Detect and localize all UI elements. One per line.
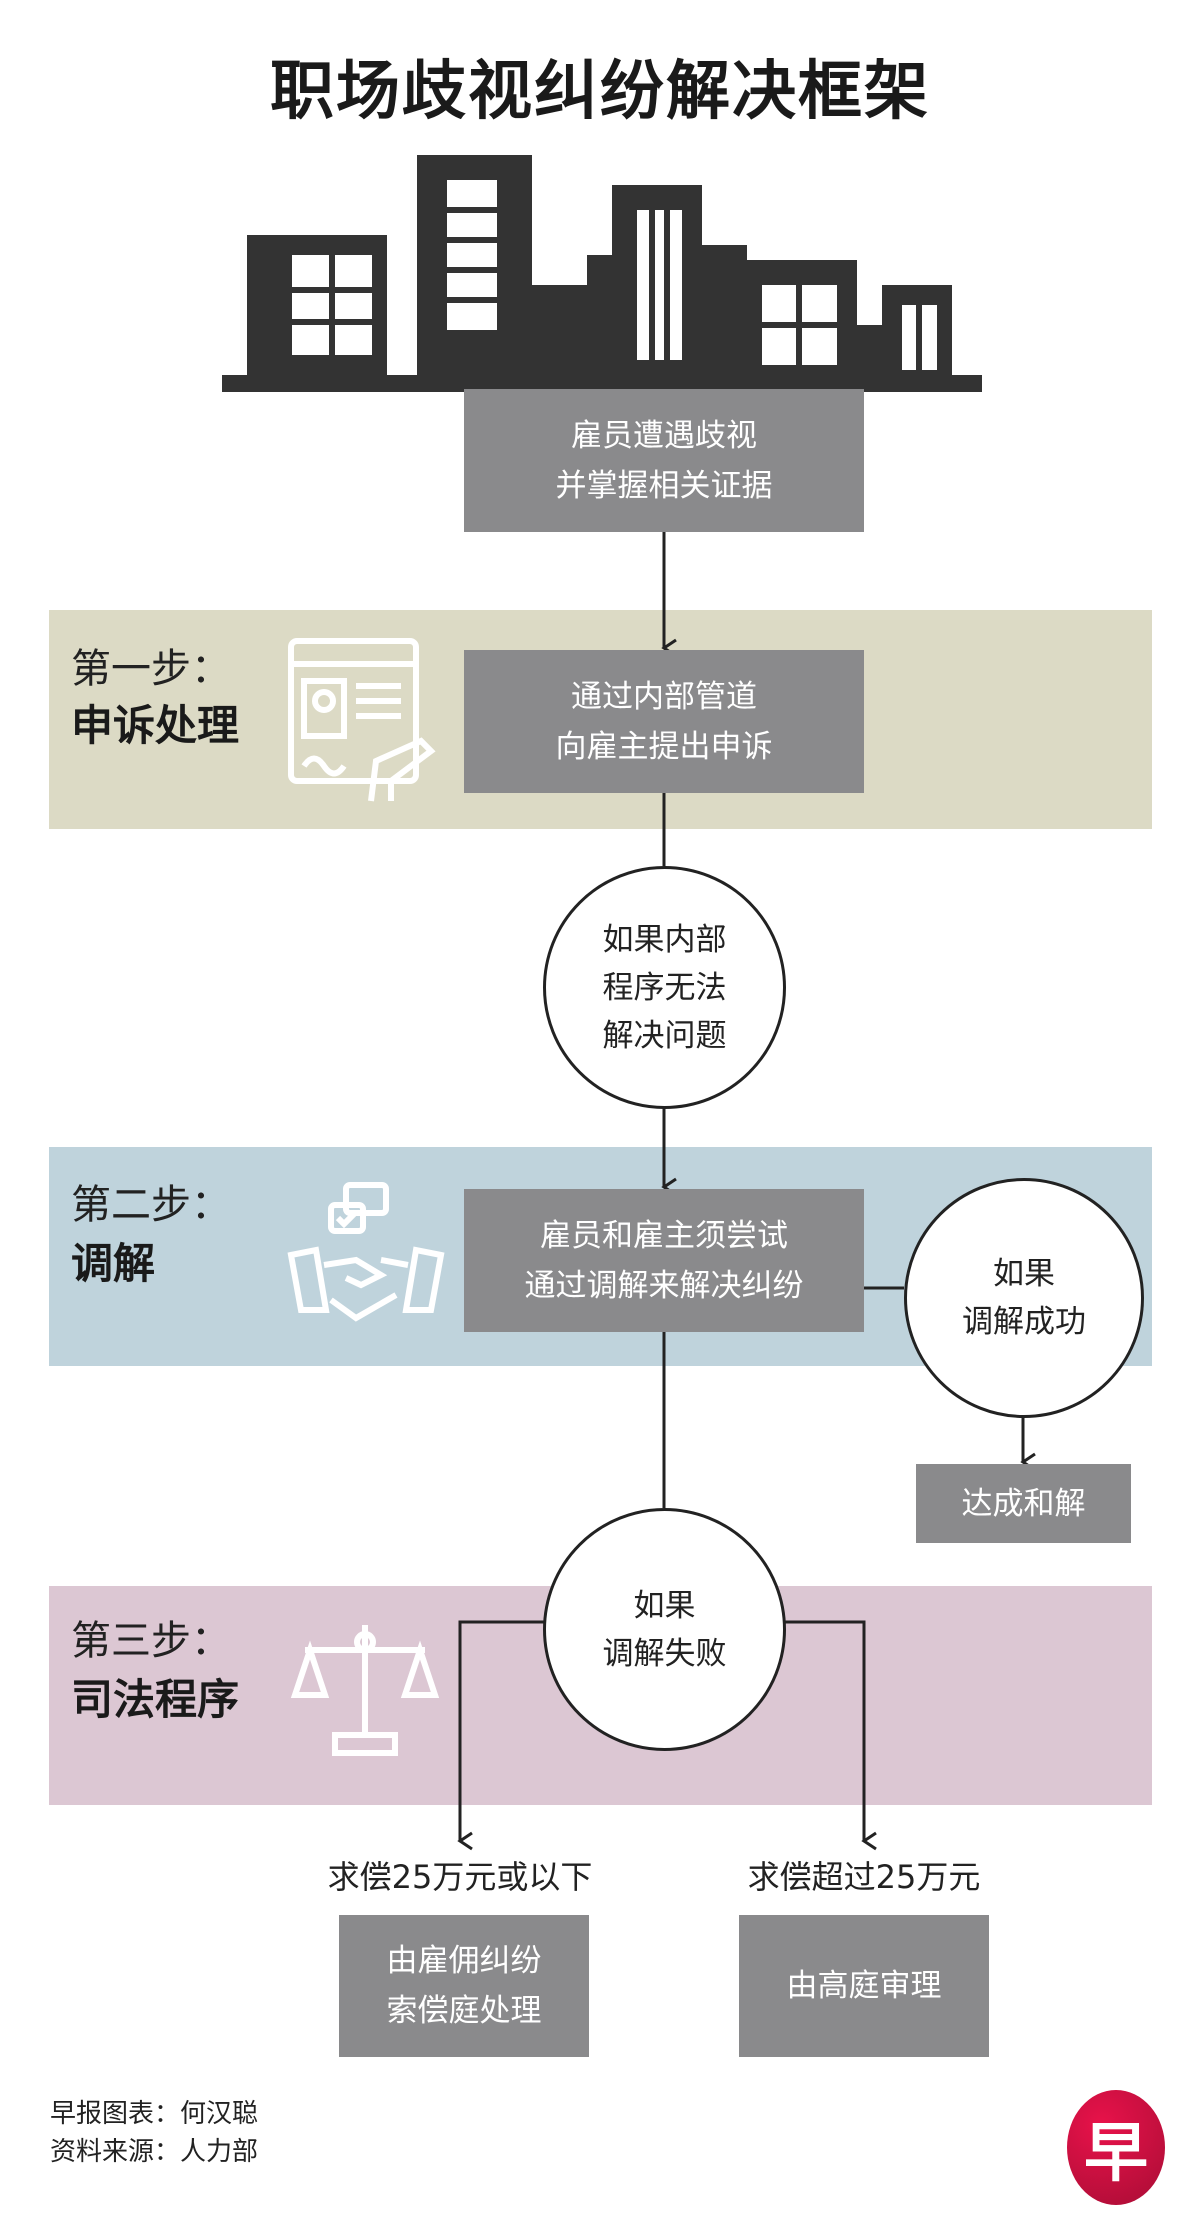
- box-line: 索偿庭处理: [386, 1993, 542, 2029]
- mediation-box: 雇员和雇主须尝试 通过调解来解决纠纷: [464, 1189, 864, 1332]
- circle-line: 程序无法: [602, 969, 727, 1006]
- employment-claims-tribunal-box: 由雇佣纠纷 索偿庭处理: [339, 1915, 589, 2057]
- circle-line: 解决问题: [602, 1017, 727, 1054]
- complaint-document-icon: [288, 638, 436, 802]
- high-court-box: 由高庭审理: [739, 1915, 989, 2057]
- source-credit: 资料来源：人力部: [50, 2137, 259, 2167]
- step2-label: 第二步：: [71, 1182, 231, 1228]
- box-line: 通过内部管道: [571, 678, 757, 715]
- page-title: 职场歧视纠纷解决框架: [270, 55, 930, 129]
- start-box-line: 雇员遭遇歧视: [571, 417, 757, 454]
- box-line: 由雇佣纠纷: [386, 1943, 542, 1979]
- graphic-credit: 早报图表：何汉聪: [50, 2099, 259, 2129]
- settlement-box: 达成和解: [916, 1464, 1131, 1543]
- step3-name: 司法程序: [71, 1675, 240, 1724]
- city-skyline-icon: [222, 155, 982, 392]
- settlement-label: 达成和解: [961, 1485, 1086, 1522]
- internal-complaint-box: 通过内部管道 向雇主提出申诉: [464, 650, 864, 793]
- circle-line: 如果: [633, 1587, 696, 1624]
- box-line: 向雇主提出申诉: [555, 728, 773, 765]
- scales-of-justice-icon: [290, 1625, 440, 1756]
- box-line: 通过调解来解决纠纷: [524, 1267, 804, 1304]
- mediation-success-circle: 如果 调解成功: [904, 1178, 1144, 1418]
- internal-fail-circle: 如果内部 程序无法 解决问题: [543, 866, 786, 1109]
- handshake-icon: [287, 1182, 445, 1322]
- step3-label: 第三步：: [71, 1618, 231, 1664]
- step2-name: 调解: [71, 1239, 156, 1288]
- box-line: 由高庭审理: [786, 1968, 942, 2004]
- zaobao-logo: 早: [1067, 2090, 1165, 2205]
- circle-line: 如果: [993, 1256, 1055, 1292]
- footer-credits: 早报图表：何汉聪 资料来源：人力部: [50, 2095, 258, 2171]
- step1-name: 申诉处理: [71, 701, 240, 750]
- circle-line: 如果内部: [602, 921, 727, 958]
- mediation-fail-circle: 如果 调解失败: [543, 1508, 786, 1751]
- branch-condition-low: 求偿25万元或以下: [327, 1858, 593, 1896]
- step1-label: 第一步：: [71, 646, 231, 692]
- box-line: 雇员和雇主须尝试: [540, 1217, 788, 1254]
- start-box-line: 并掌握相关证据: [555, 467, 773, 504]
- branch-condition-high: 求偿超过25万元: [747, 1858, 981, 1896]
- circle-line: 调解成功: [962, 1304, 1086, 1340]
- circle-line: 调解失败: [602, 1635, 727, 1672]
- start-box: 雇员遭遇歧视 并掌握相关证据: [464, 389, 864, 532]
